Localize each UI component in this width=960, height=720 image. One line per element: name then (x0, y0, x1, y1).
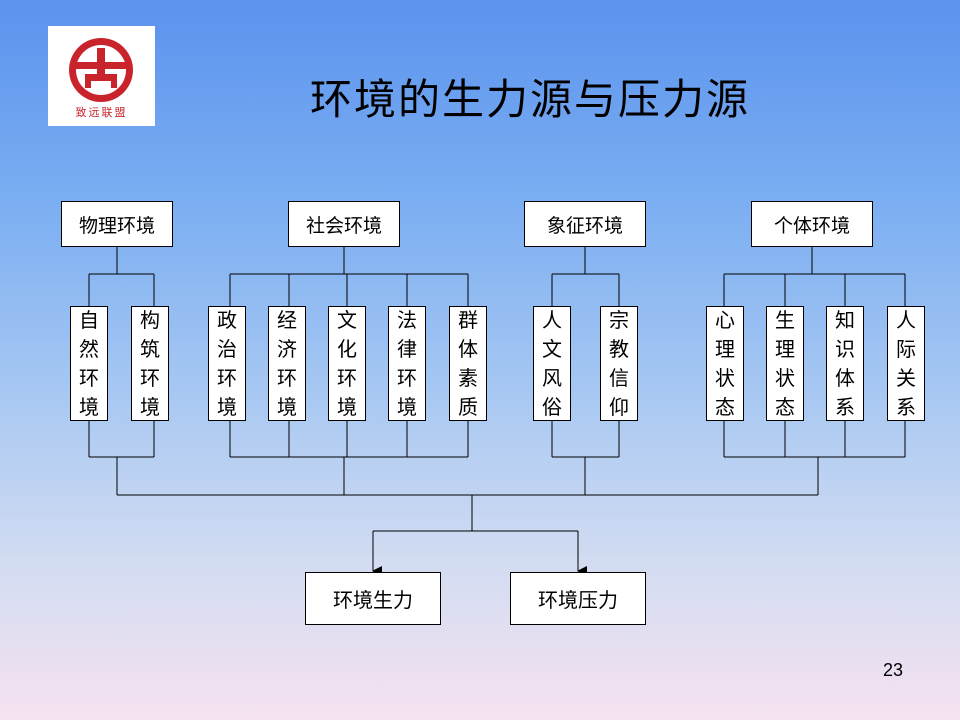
item-box-built: 构筑环境 (131, 306, 169, 421)
item-box-physiological: 生理状态 (766, 306, 804, 421)
logo: 致远联盟 (48, 26, 155, 126)
output-box-vitality: 环境生力 (305, 572, 441, 625)
item-box-economic: 经济环境 (268, 306, 306, 421)
logo-emblem-icon (69, 38, 133, 102)
page-number: 23 (882, 660, 903, 680)
item-box-cultural: 文化环境 (328, 306, 366, 421)
item-box-knowledge: 知识体系 (826, 306, 864, 421)
logo-text: 致远联盟 (75, 106, 128, 119)
item-box-group: 群体素质 (449, 306, 487, 421)
category-box-symbolic: 象征环境 (524, 201, 646, 247)
item-box-political: 政治环境 (208, 306, 246, 421)
category-box-physical: 物理环境 (61, 201, 173, 247)
item-box-psychological: 心理状态 (706, 306, 744, 421)
category-box-social: 社会环境 (288, 201, 400, 247)
item-box-natural: 自然环境 (70, 306, 108, 421)
item-box-relationships: 人际关系 (887, 306, 925, 421)
item-box-legal: 法律环境 (388, 306, 426, 421)
item-box-customs: 人文风俗 (533, 306, 571, 421)
output-box-pressure: 环境压力 (510, 572, 646, 625)
page-title: 环境的生力源与压力源 (309, 75, 750, 124)
category-box-individual: 个体环境 (751, 201, 873, 247)
item-box-religion: 宗教信仰 (600, 306, 638, 421)
